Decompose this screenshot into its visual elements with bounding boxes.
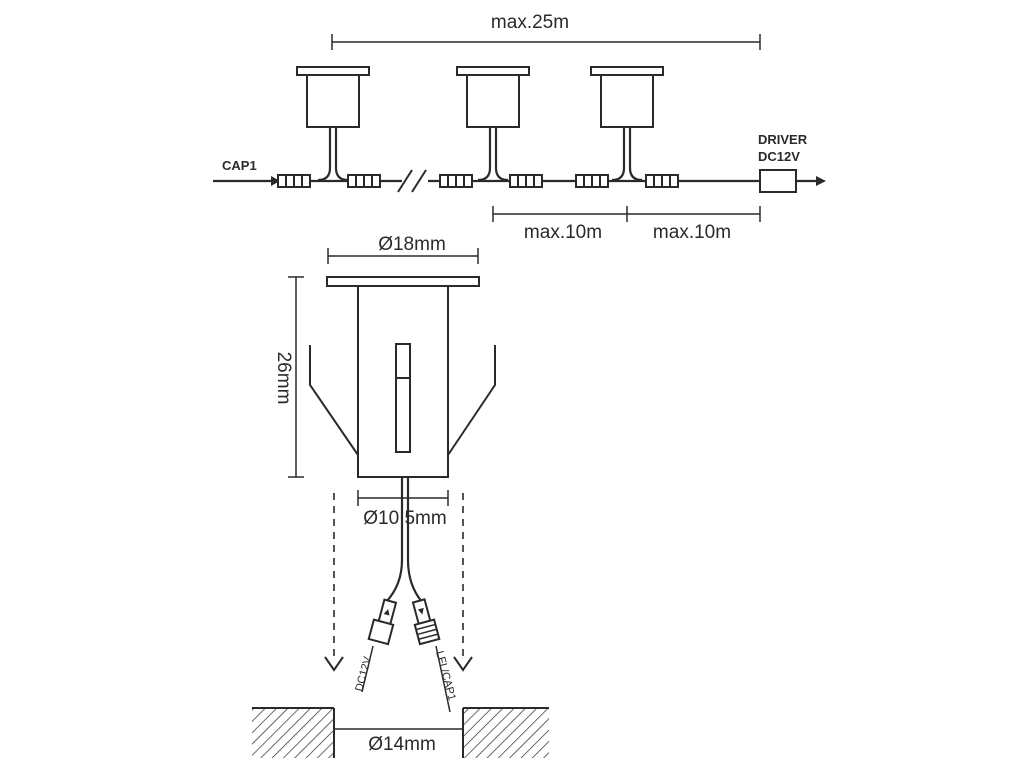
connectors	[277, 174, 679, 188]
connector-6	[645, 174, 679, 188]
driver-box: DRIVER DC12V	[758, 132, 826, 193]
connector-4	[509, 174, 543, 188]
mounting-surface	[252, 707, 549, 758]
label-driver-voltage: DC12V	[758, 149, 800, 164]
label-max-segment-1: max.10m	[524, 222, 602, 243]
label-hole-diameter: Ø14mm	[368, 734, 436, 755]
lamp-3	[590, 66, 664, 182]
connector-5	[575, 174, 609, 188]
label-head-diameter: Ø18mm	[378, 234, 446, 255]
label-body-diameter: Ø10.5mm	[363, 508, 446, 529]
label-cap-input: CAP1	[222, 158, 257, 173]
label-height: 26mm	[273, 352, 294, 405]
arrow-right-icon	[816, 176, 826, 186]
label-driver: DRIVER	[758, 132, 808, 147]
connector-2	[347, 174, 381, 188]
chevron-down-icon	[453, 656, 473, 672]
label-max-total: max.25m	[491, 12, 569, 33]
connector-dc12v	[367, 598, 398, 646]
dimension-segments: max.10m max.10m	[492, 206, 761, 243]
insertion-guides	[324, 493, 473, 672]
lamp-2	[456, 66, 530, 182]
lamp-flange	[326, 276, 480, 287]
lamp-cables	[385, 477, 423, 603]
spring-clip-right	[447, 345, 496, 456]
spring-clip-left	[309, 345, 359, 456]
dimension-max-total: max.25m	[331, 12, 761, 50]
dimension-hole-diameter: Ø14mm	[334, 728, 463, 755]
label-max-segment-2: max.10m	[653, 222, 731, 243]
lamp-slot	[395, 343, 411, 453]
chevron-down-icon	[324, 656, 344, 672]
connector-3	[439, 174, 473, 188]
lamp-detail-section: Ø18mm 26mm Ø10.5mm	[252, 234, 549, 758]
dimension-head-diameter: Ø18mm	[327, 234, 479, 264]
lamp-1	[296, 66, 370, 182]
connector-cap1	[411, 598, 441, 646]
top-wiring-section: max.25m	[213, 12, 826, 243]
connector-1	[277, 174, 311, 188]
dimension-height: 26mm	[273, 276, 304, 478]
